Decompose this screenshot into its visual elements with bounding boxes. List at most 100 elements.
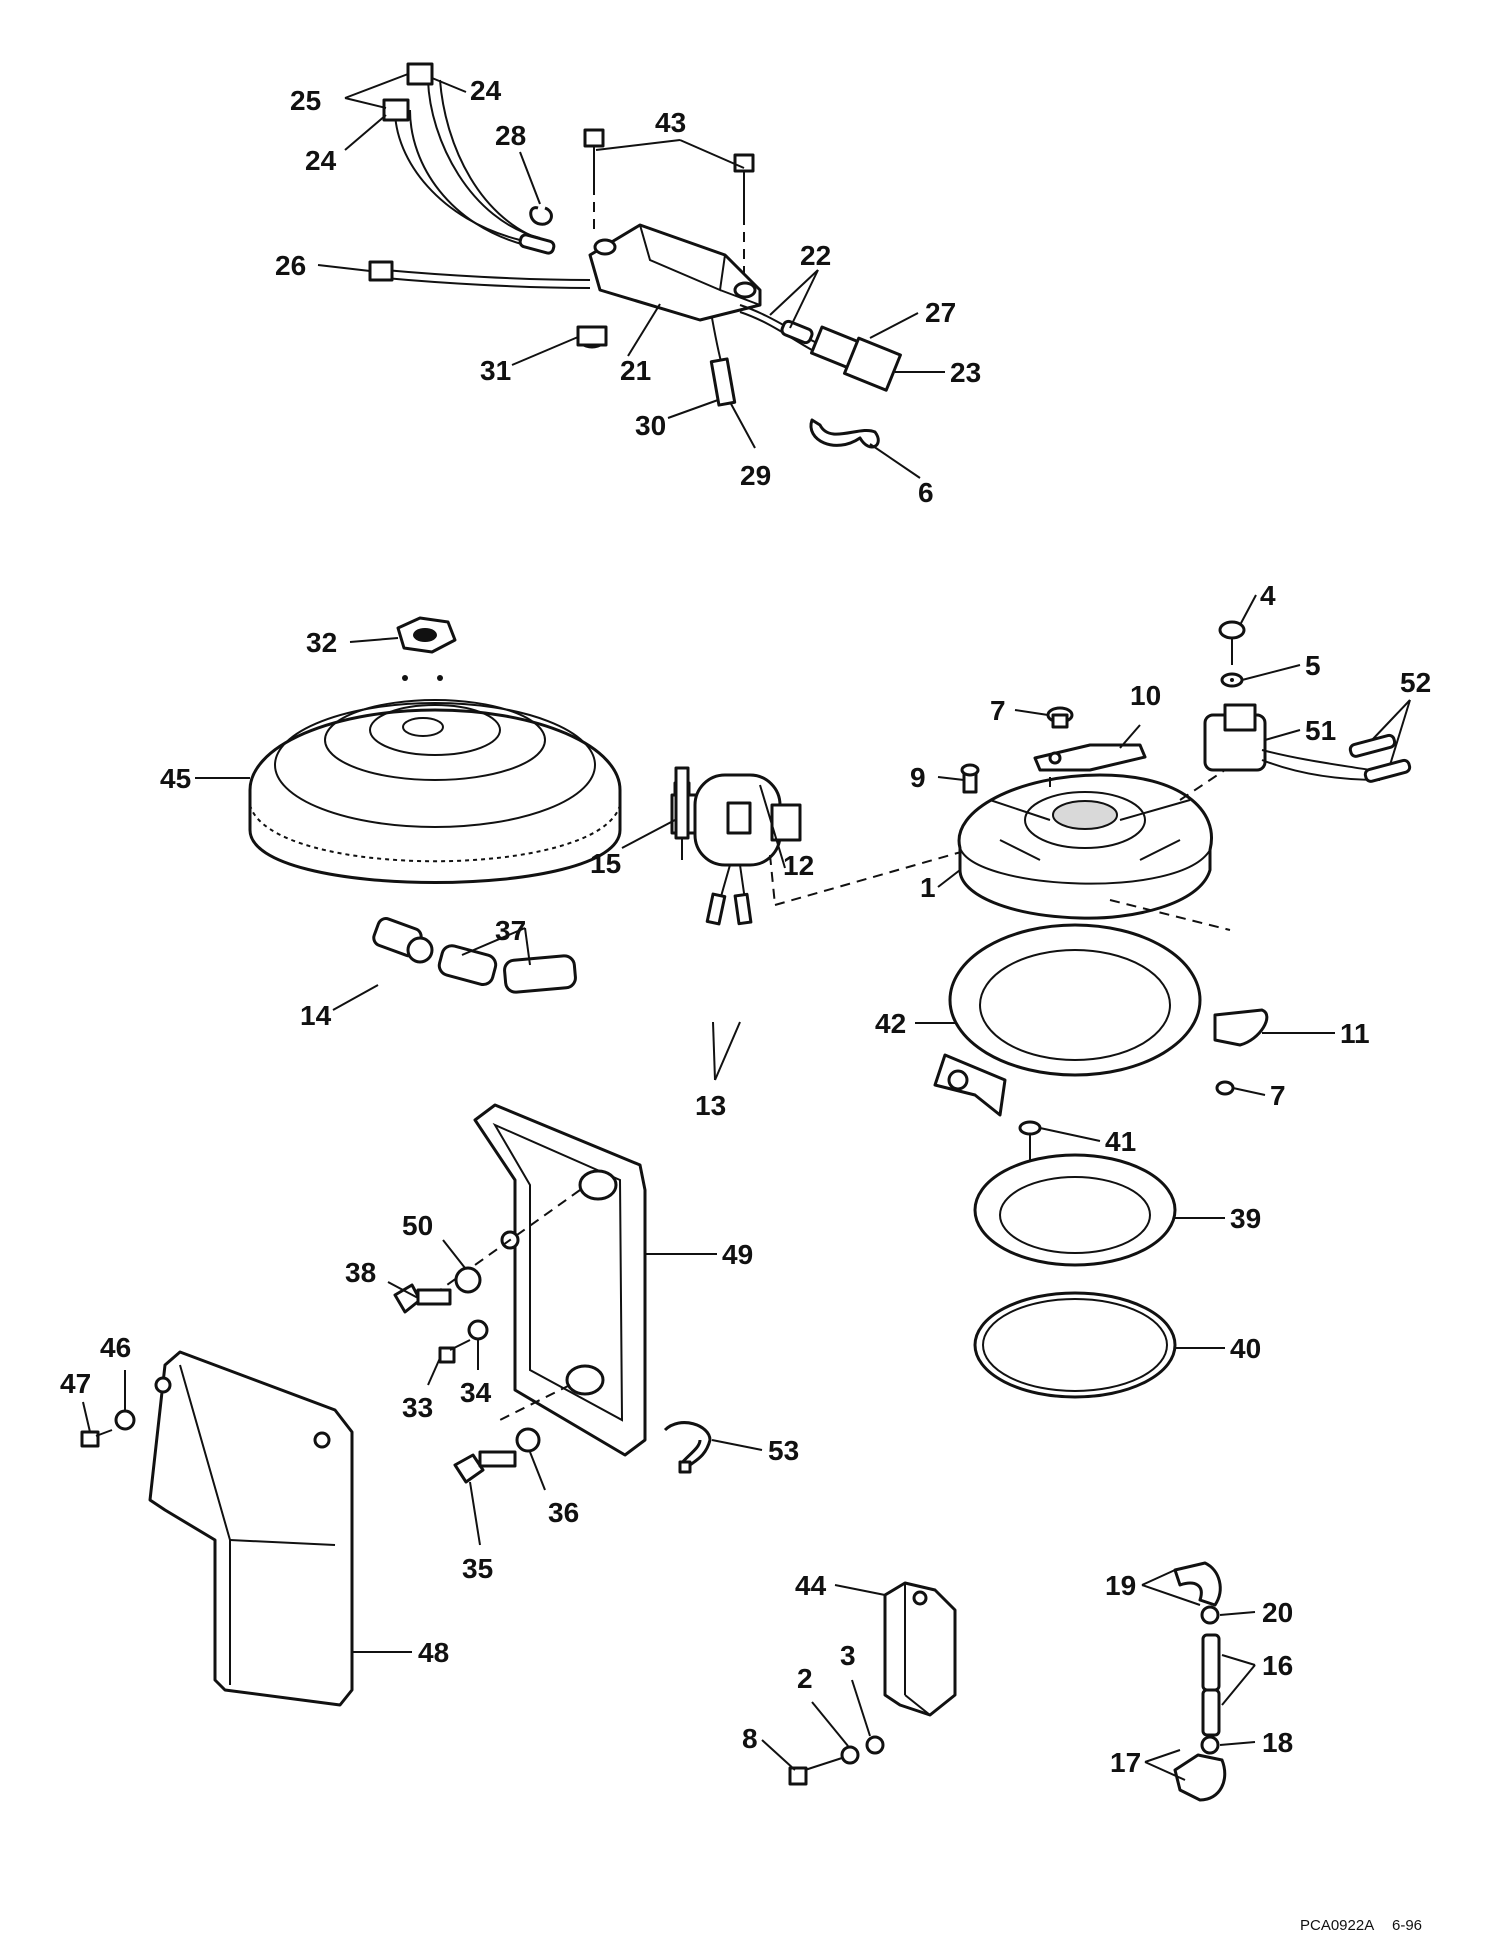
callout-34: 34	[460, 1377, 492, 1408]
callout-28: 28	[495, 120, 526, 151]
callout-26: 26	[275, 250, 306, 281]
callout-33: 33	[402, 1392, 433, 1423]
sensor-coil-12	[670, 773, 969, 926]
callout-18: 18	[1262, 1727, 1293, 1758]
callout-23: 23	[950, 357, 981, 388]
callout-27: 27	[925, 297, 956, 328]
callout-17: 17	[1110, 1747, 1141, 1778]
callout-53: 53	[768, 1435, 799, 1466]
callout-47: 47	[60, 1368, 91, 1399]
sleeve-16	[1201, 1633, 1221, 1737]
retainer-28	[529, 206, 553, 226]
callout-46: 46	[100, 1332, 131, 1363]
bolt-35	[453, 1450, 517, 1484]
terminal-24-lower	[382, 98, 410, 122]
leads-52	[1348, 733, 1412, 783]
spring-18	[1200, 1735, 1220, 1755]
link-10	[1033, 743, 1147, 772]
callout-1: 1	[920, 872, 936, 903]
callout-24: 24	[470, 75, 502, 106]
callout-16: 16	[1262, 1650, 1293, 1681]
callout-37: 37	[495, 915, 526, 946]
callout-43: 43	[655, 107, 686, 138]
callout-2: 2	[797, 1663, 813, 1694]
figure-footer: PCA0922A 6-96	[1300, 1917, 1422, 1934]
spring-20	[1200, 1605, 1220, 1625]
connector-23	[842, 336, 902, 392]
callout-32: 32	[306, 627, 337, 658]
clip-6	[809, 418, 880, 449]
callout-35: 35	[462, 1553, 493, 1584]
callout-7: 7	[1270, 1080, 1286, 1111]
callout-36: 36	[548, 1497, 579, 1528]
callout-24: 24	[305, 145, 337, 176]
callout-52: 52	[1400, 667, 1431, 698]
retainer-ring-39	[973, 1153, 1177, 1267]
callout-6: 6	[918, 477, 934, 508]
nut-32	[396, 616, 457, 654]
washer-5	[1220, 672, 1244, 688]
callout-50: 50	[402, 1210, 433, 1241]
terminal-24-upper	[406, 62, 434, 86]
callout-11: 11	[1340, 1018, 1370, 1049]
callout-31: 31	[480, 355, 511, 386]
callout-7: 7	[990, 695, 1006, 726]
screw-8	[788, 1757, 843, 1786]
armature-plate-1	[957, 759, 1241, 931]
leader-lines-middle-lower	[82, 594, 1411, 1781]
lockwasher-36	[515, 1427, 541, 1453]
rectifier-44	[883, 1581, 957, 1717]
figure-code: PCA0922A	[1300, 1917, 1374, 1934]
boot-19	[1173, 1561, 1222, 1607]
screw-43-right	[733, 153, 755, 275]
callout-21: 21	[620, 355, 651, 386]
callout-48: 48	[418, 1637, 449, 1668]
callout-30: 30	[635, 410, 666, 441]
screw-33	[438, 1339, 471, 1364]
screw-7-upper	[1046, 706, 1074, 729]
callout-13: 13	[695, 1090, 726, 1121]
callout-42: 42	[875, 1008, 906, 1039]
support-plate-42	[933, 923, 1202, 1117]
callout-22: 22	[800, 240, 831, 271]
lockwasher-34	[467, 1319, 489, 1341]
leader-lines-top	[317, 73, 945, 479]
callout-3: 3	[840, 1640, 856, 1671]
callout-39: 39	[1230, 1203, 1261, 1234]
lockwasher-2	[840, 1745, 860, 1765]
flywheel	[248, 675, 622, 884]
cover-48	[148, 1350, 354, 1707]
callout-51: 51	[1305, 715, 1336, 746]
callout-40: 40	[1230, 1333, 1261, 1364]
callout-25: 25	[290, 85, 321, 116]
callout-14: 14	[300, 1000, 332, 1031]
plug-14	[372, 917, 434, 964]
screw-4	[1218, 620, 1246, 665]
callout-45: 45	[160, 763, 191, 794]
callout-44: 44	[795, 1570, 827, 1601]
lockwasher-50	[454, 1266, 482, 1294]
terminal-30	[709, 357, 737, 407]
callout-19: 19	[1105, 1570, 1136, 1601]
clamp-53	[663, 1421, 712, 1474]
callout-5: 5	[1305, 650, 1321, 681]
callout-41: 41	[1105, 1126, 1136, 1157]
screw-47	[80, 1429, 113, 1448]
boot-17	[1173, 1753, 1227, 1802]
callout-9: 9	[910, 762, 926, 793]
washer-46	[114, 1409, 136, 1431]
callout-labels: 25 24 24 28 43 26 22 27 21 31 23 30 29 6…	[60, 75, 1431, 1778]
power-pack	[588, 223, 762, 322]
timer-base-sensor-51	[1203, 703, 1381, 781]
callout-12: 12	[783, 850, 814, 881]
callout-15: 15	[590, 848, 621, 879]
callout-49: 49	[722, 1239, 753, 1270]
spring-ring-40	[973, 1291, 1177, 1399]
callout-8: 8	[742, 1723, 758, 1754]
callout-4: 4	[1260, 580, 1276, 611]
callout-10: 10	[1130, 680, 1161, 711]
callout-20: 20	[1262, 1597, 1293, 1628]
terminal-26	[368, 260, 394, 282]
washer-3	[865, 1735, 885, 1755]
